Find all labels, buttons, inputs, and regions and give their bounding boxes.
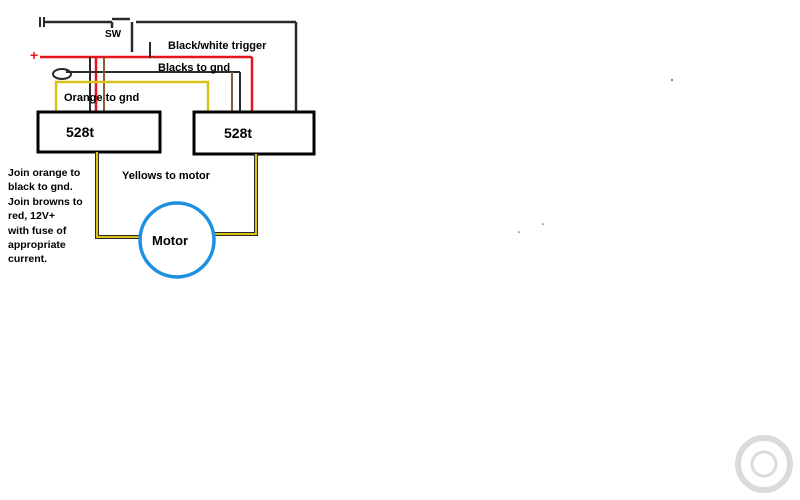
note-line: black to gnd.: [8, 181, 73, 194]
switch-icon: [110, 17, 134, 52]
note-line: appropriate: [8, 239, 66, 252]
relay-left: [36, 110, 162, 154]
note-line: Join orange to: [8, 167, 81, 179]
yellows-to-motor-label: Yellows to motor: [122, 170, 211, 182]
note-line: with fuse of: [8, 224, 67, 237]
stray-dots: [518, 79, 673, 233]
switch-label: SW: [105, 29, 122, 40]
blacks-to-gnd-label: Blacks to gnd: [158, 62, 230, 74]
note-line: Join browns to: [8, 195, 83, 208]
relay-right-label: 528t: [224, 125, 252, 141]
note-line: red, 12V+: [8, 210, 55, 223]
positive-symbol: +: [30, 47, 38, 63]
motor-label: Motor: [152, 233, 188, 248]
relay-left-label: 528t: [66, 124, 94, 140]
blacks-to-gnd-wires: [66, 42, 241, 112]
orange-to-gnd-wire: [54, 80, 210, 112]
orange-to-gnd-label: Orange to gnd: [64, 92, 139, 104]
note-line: current.: [8, 253, 48, 266]
black-white-trigger-label: Black/white trigger: [168, 40, 267, 52]
black-wire-top: [44, 20, 298, 112]
motor-icon: [138, 201, 216, 279]
red-wire: [40, 55, 254, 112]
watermark-logo: [735, 435, 793, 493]
ground-icon: [39, 17, 45, 27]
instructions-note: Join orange to black to gnd. Join browns…: [8, 166, 100, 267]
yellow-motor-wires: [95, 152, 258, 239]
relay-right: [192, 110, 316, 156]
brown-wires: [103, 57, 233, 112]
ground-terminal-ring: [52, 68, 72, 80]
